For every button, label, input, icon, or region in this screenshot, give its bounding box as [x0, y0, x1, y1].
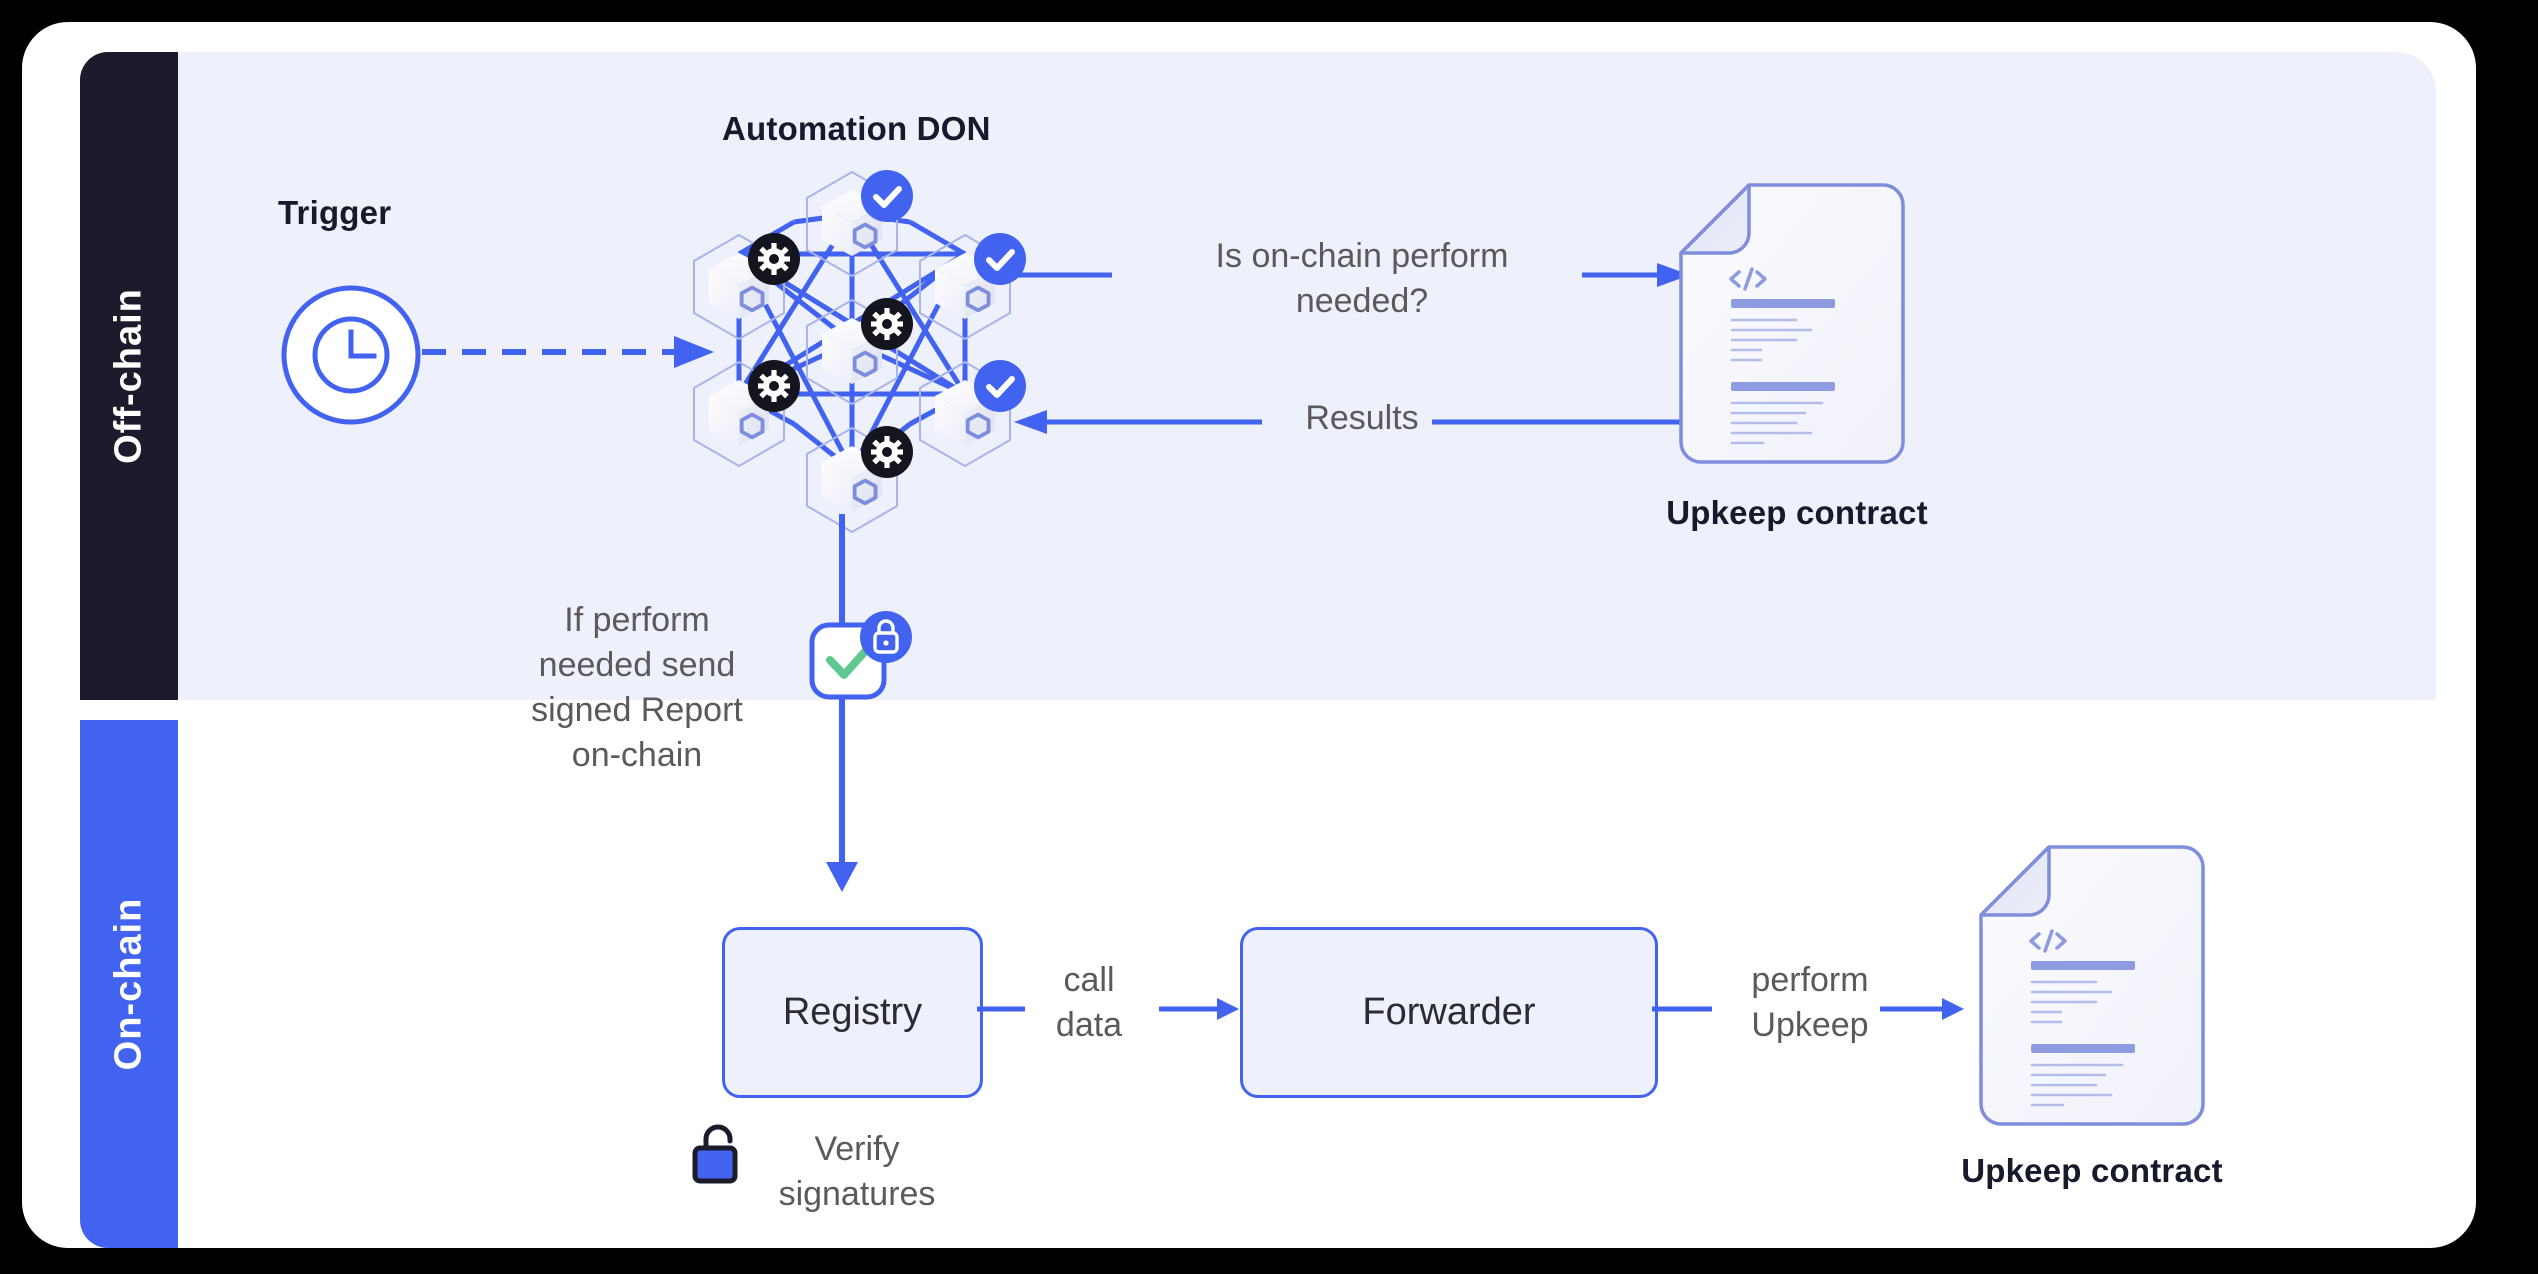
don-badge-gear-center	[861, 298, 913, 350]
verify-signatures-lock-open-icon	[690, 1122, 750, 1184]
code-icon	[2029, 929, 2067, 953]
signed-report-label: If perform needed send signed Report on-…	[502, 598, 772, 778]
onchain-lane-label: On-chain	[107, 897, 150, 1071]
registry-box[interactable]: Registry	[722, 927, 983, 1098]
perform-upkeep-label: perform Upkeep	[1710, 958, 1910, 1048]
don-badge-gear-bottom	[861, 426, 913, 478]
call-data-line-1: call	[1063, 961, 1115, 999]
call-data-label: call data	[1024, 958, 1154, 1048]
lock-closed-badge-icon	[860, 611, 912, 663]
onchain-upkeep-contract-label: Upkeep contract	[1961, 1152, 2223, 1189]
call-data-line-2: data	[1055, 1005, 1123, 1044]
perform-upkeep-line-1: perform	[1751, 961, 1869, 999]
trigger-title: Trigger	[278, 194, 392, 231]
results-label: Results	[1305, 399, 1419, 437]
signed-report-card	[808, 610, 918, 710]
results-arrow	[1012, 407, 1692, 437]
signed-report-label-line-2: needed send	[538, 645, 736, 684]
code-icon	[1729, 267, 1767, 291]
verify-signatures-line-1: Verify	[814, 1130, 900, 1168]
query-label-line-1: Is on-chain perform	[1215, 237, 1509, 275]
trigger-to-don-arrow	[422, 332, 722, 372]
don-title: Automation DON	[722, 110, 991, 147]
offchain-upkeep-contract-icon	[1677, 182, 1907, 467]
perform-upkeep-line-2: Upkeep	[1751, 1005, 1869, 1044]
offchain-upkeep-contract-label: Upkeep contract	[1666, 494, 1928, 531]
onchain-upkeep-contract-icon	[1977, 844, 2207, 1129]
offchain-lane-background	[102, 52, 2436, 700]
diagram-card: Off-chain On-chain Trigger Automation DO…	[22, 22, 2476, 1248]
call-data-arrow	[977, 994, 1239, 1024]
don-badge-check-top	[861, 170, 913, 222]
automation-don-network	[682, 162, 1022, 534]
query-label-line-2: needed?	[1295, 281, 1429, 320]
signed-report-label-line-1: If perform	[564, 601, 710, 639]
onchain-lane-sidebar: On-chain	[80, 720, 178, 1248]
don-badge-check-lower-right	[974, 360, 1026, 412]
signed-report-label-line-4: on-chain	[571, 735, 703, 774]
query-arrow	[1012, 260, 1692, 290]
don-badge-gear-lower-left	[748, 360, 800, 412]
trigger-clock-icon	[276, 280, 426, 430]
verify-signatures-label: Verify signatures	[732, 1127, 982, 1217]
perform-upkeep-arrow	[1652, 994, 1964, 1024]
green-check-icon	[826, 642, 874, 679]
offchain-lane-sidebar: Off-chain	[80, 52, 178, 700]
registry-label: Registry	[782, 991, 923, 1033]
forwarder-box[interactable]: Forwarder	[1240, 927, 1658, 1098]
signed-report-label-line-3: signed Report	[531, 690, 743, 729]
offchain-lane-label: Off-chain	[107, 288, 150, 464]
forwarder-label: Forwarder	[1362, 991, 1536, 1033]
verify-signatures-line-2: signatures	[778, 1174, 936, 1213]
don-badge-gear-upper-left	[748, 233, 800, 285]
query-label: Is on-chain perform needed?	[1112, 234, 1612, 324]
